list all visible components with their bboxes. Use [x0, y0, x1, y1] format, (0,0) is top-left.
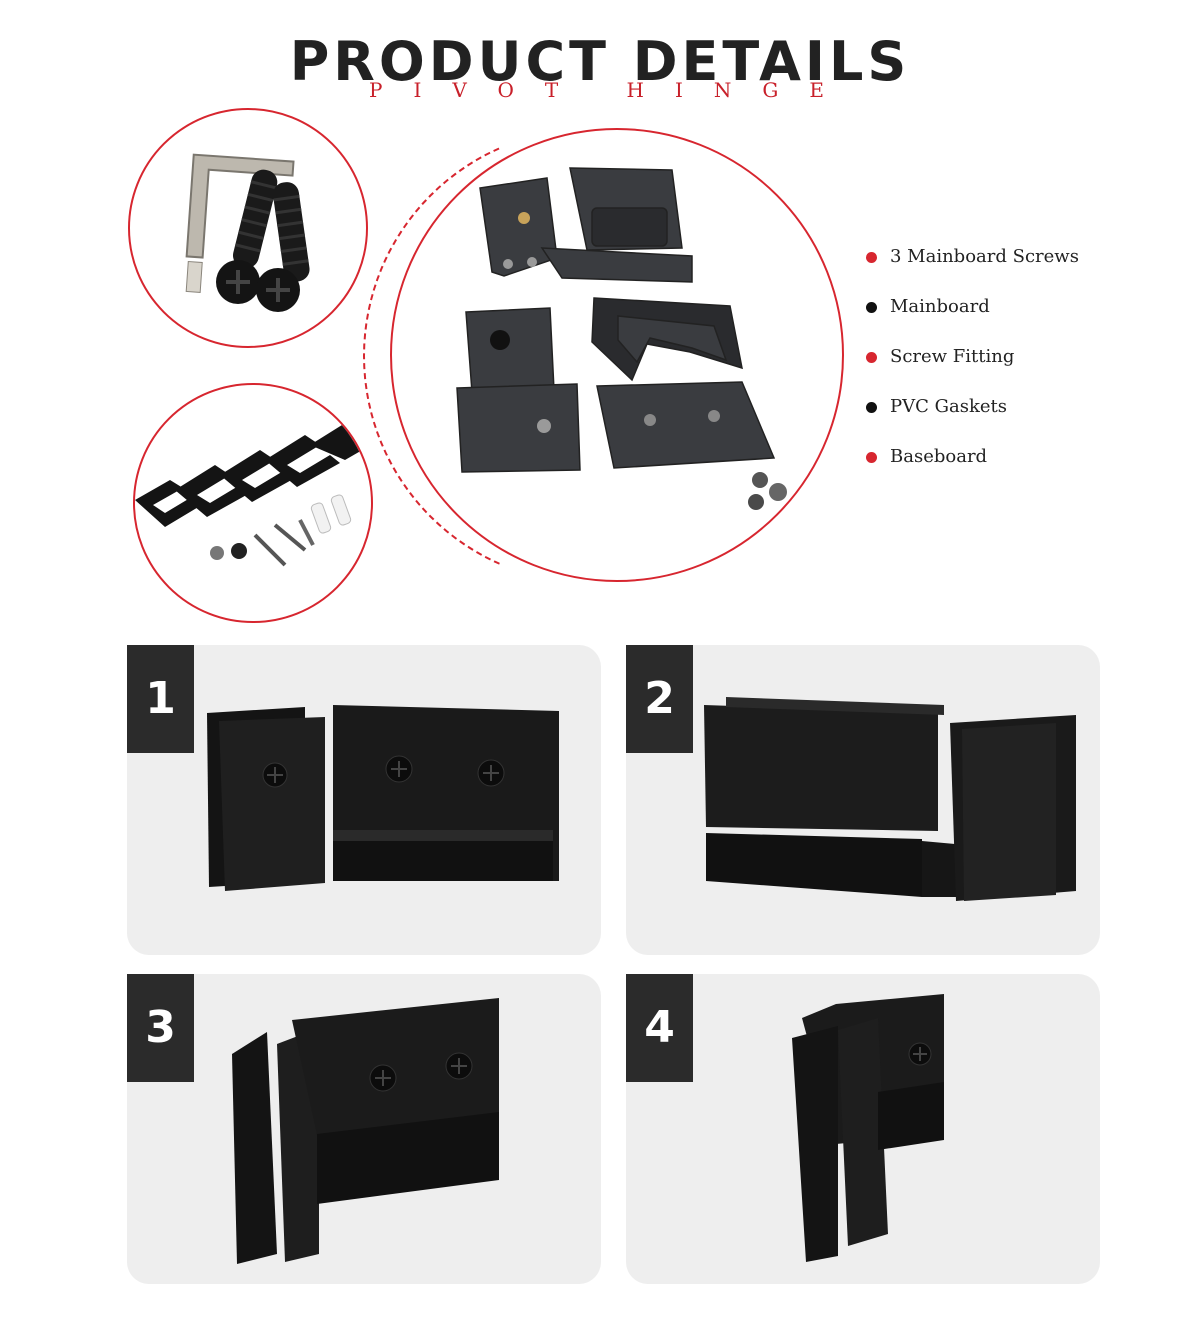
allen-key-screws-image [185, 153, 310, 312]
hinge-view-image [792, 994, 944, 1262]
view-number-badge: 4 [626, 974, 693, 1082]
legend-label: 3 Mainboard Screws [890, 246, 1079, 267]
page-title: PRODUCT DETAILS [289, 30, 911, 93]
bullet-dot-icon [866, 402, 877, 413]
exploded-parts-image [456, 167, 787, 510]
parts-legend: 3 Mainboard Screws Mainboard Screw Fitti… [864, 242, 1079, 492]
legend-label: PVC Gaskets [890, 396, 1007, 417]
legend-item: PVC Gaskets [864, 392, 1079, 442]
view-card-2: 2 [626, 645, 1100, 955]
hinge-view-image [704, 697, 1076, 901]
legend-item: Screw Fitting [864, 342, 1079, 392]
view-card-3: 3 [127, 974, 601, 1284]
legend-label: Mainboard [890, 296, 990, 317]
bullet-dot-icon [866, 302, 877, 313]
legend-item: Mainboard [864, 292, 1079, 342]
page-subtitle: PIVOT HINGE [369, 78, 855, 102]
legend-item: 3 Mainboard Screws [864, 242, 1079, 292]
view-number-badge: 1 [127, 645, 194, 753]
legend-label: Screw Fitting [890, 346, 1015, 367]
view-number-badge: 2 [626, 645, 693, 753]
gaskets-screws-image [135, 420, 371, 567]
legend-item: Baseboard [864, 442, 1079, 492]
exploded-parts-circle [390, 128, 844, 582]
view-card-1: 1 [127, 645, 601, 955]
bullet-dot-icon [866, 452, 877, 463]
hinge-view-image [207, 705, 559, 891]
hinge-view-image [232, 998, 499, 1264]
legend-label: Baseboard [890, 446, 988, 467]
bullet-dot-icon [866, 352, 877, 363]
view-card-4: 4 [626, 974, 1100, 1284]
accessory-circle-gaskets [133, 383, 373, 623]
accessory-circle-screws [128, 108, 368, 348]
bullet-dot-icon [866, 252, 877, 263]
view-number-badge: 3 [127, 974, 194, 1082]
